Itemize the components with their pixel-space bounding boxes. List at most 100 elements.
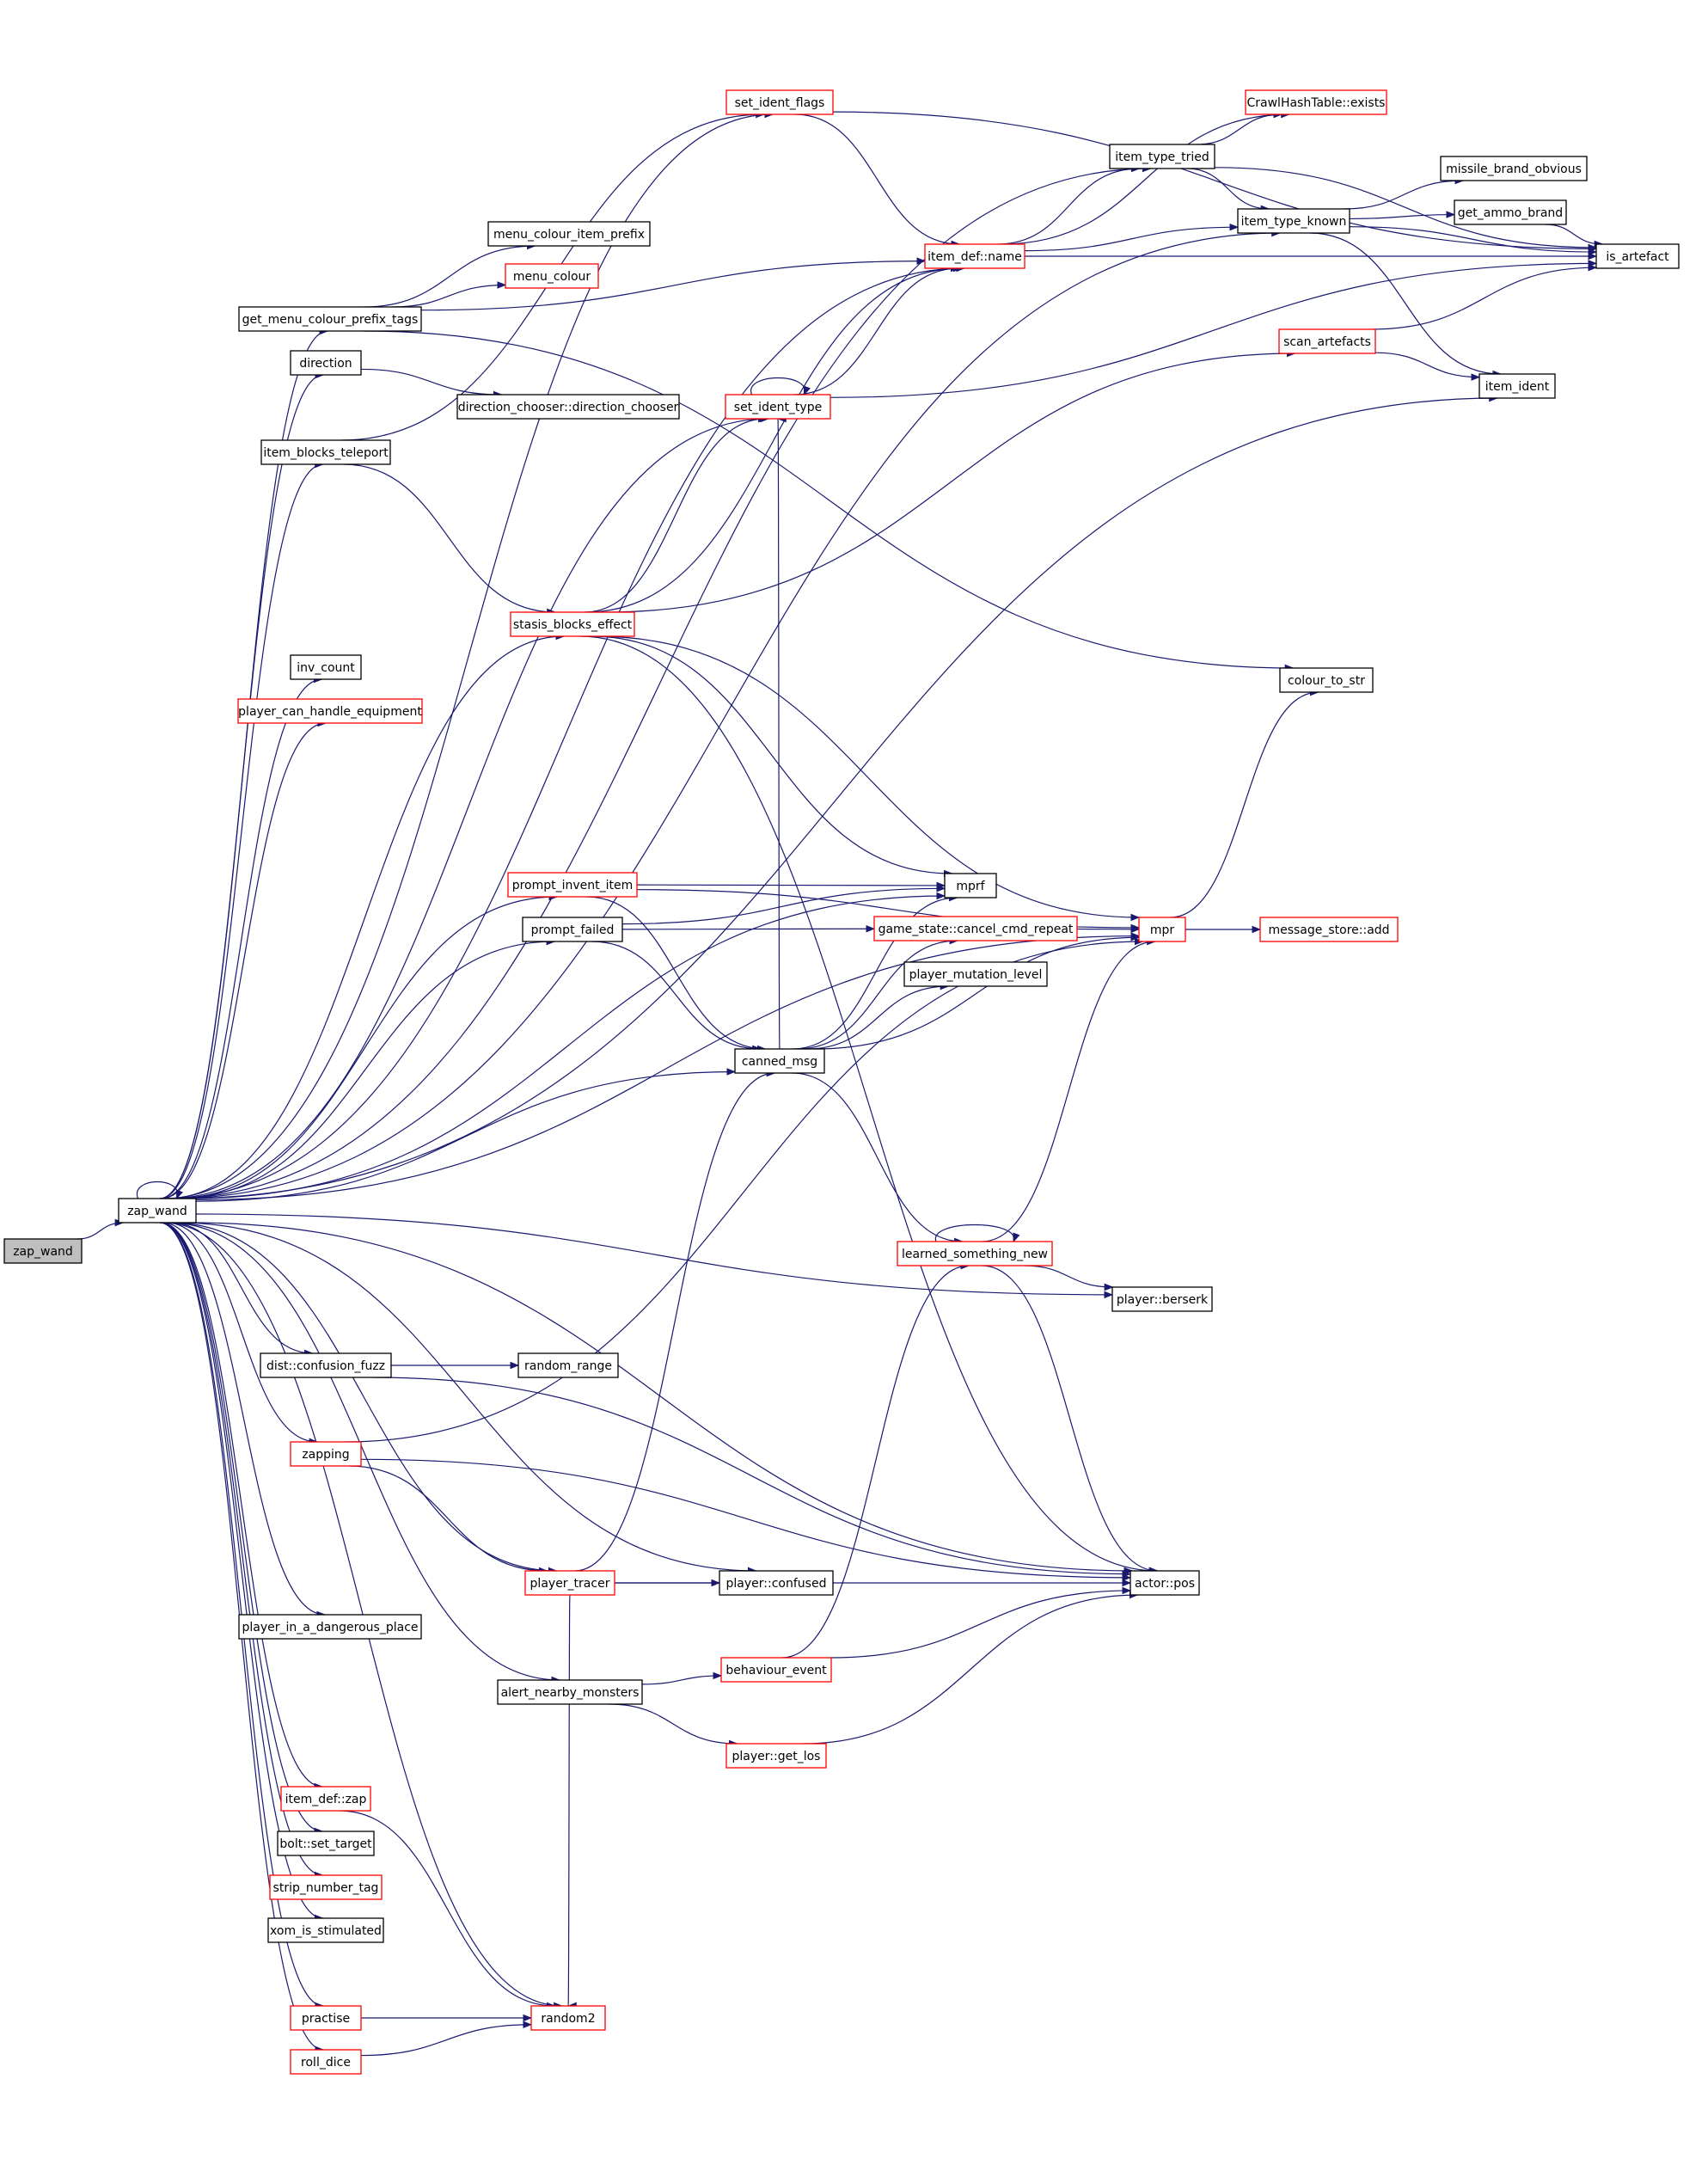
node-item-type-known[interactable]: item_type_known (1237, 208, 1350, 234)
node-zap-wand-root[interactable]: zap_wand (3, 1238, 83, 1264)
node-box[interactable] (510, 611, 635, 637)
node-set-ident-type[interactable]: set_ident_type (725, 394, 831, 420)
node-prompt-invent-item[interactable]: prompt_invent_item (507, 872, 638, 898)
node-prompt-failed[interactable]: prompt_failed (522, 917, 623, 942)
node-player-confused[interactable]: player::confused (719, 1570, 834, 1596)
node-canned-msg[interactable]: canned_msg (734, 1048, 825, 1074)
node-player-can-handle-equipment[interactable]: player_can_handle_equipment (237, 698, 423, 724)
node-item-ident[interactable]: item_ident (1478, 373, 1556, 399)
node-actor-pos[interactable]: actor::pos (1129, 1570, 1200, 1596)
node-box[interactable] (530, 2005, 606, 2031)
node-colour-to-str[interactable]: colour_to_str (1279, 667, 1374, 693)
node-alert-nearby-monsters[interactable]: alert_nearby_monsters (497, 1679, 643, 1705)
node-box[interactable] (1259, 917, 1399, 942)
node-box[interactable] (1138, 917, 1186, 942)
node-menu-colour-item-prefix[interactable]: menu_colour_item_prefix (487, 221, 651, 247)
node-message-store-add[interactable]: message_store::add (1259, 917, 1399, 942)
node-item-def-name[interactable]: item_def::name (924, 243, 1025, 269)
node-box[interactable] (1279, 667, 1374, 693)
node-learned-something-new[interactable]: learned_something_new (897, 1241, 1053, 1266)
node-box[interactable] (1237, 208, 1350, 234)
node-set-ident-flags[interactable]: set_ident_flags (725, 89, 834, 115)
node-mprf[interactable]: mprf (944, 873, 997, 898)
node-box[interactable] (1478, 373, 1556, 399)
node-player-get-los[interactable]: player::get_los (725, 1743, 827, 1769)
node-get-ammo-brand[interactable]: get_ammo_brand (1454, 199, 1567, 225)
node-box[interactable] (903, 961, 1048, 987)
node-box[interactable] (1595, 243, 1680, 269)
node-player-mutation-level[interactable]: player_mutation_level (903, 961, 1048, 987)
node-box[interactable] (290, 654, 362, 680)
node-mpr[interactable]: mpr (1138, 917, 1186, 942)
node-box[interactable] (290, 2049, 362, 2075)
node-dist-confusion-fuzz[interactable]: dist::confusion_fuzz (260, 1352, 392, 1378)
node-box[interactable] (3, 1238, 83, 1264)
node-is-artefact[interactable]: is_artefact (1595, 243, 1680, 269)
node-box[interactable] (277, 1831, 375, 1856)
node-direction-chooser[interactable]: direction_chooser::direction_chooser (456, 394, 680, 420)
node-box[interactable] (897, 1241, 1053, 1266)
node-box[interactable] (720, 1657, 832, 1683)
node-box[interactable] (725, 394, 831, 420)
node-box[interactable] (524, 1570, 615, 1596)
node-box[interactable] (924, 243, 1025, 269)
node-zap-wand[interactable]: zap_wand (118, 1198, 197, 1223)
node-game-state-cancel-cmd-repeat[interactable]: game_state::cancel_cmd_repeat (873, 916, 1078, 941)
node-box[interactable] (497, 1679, 643, 1705)
node-box[interactable] (290, 350, 362, 376)
node-box[interactable] (725, 89, 834, 115)
node-box[interactable] (1245, 89, 1387, 115)
node-xom-is-stimulated[interactable]: xom_is_stimulated (267, 1917, 384, 1943)
node-strip-number-tag[interactable]: strip_number_tag (269, 1874, 383, 1900)
node-direction[interactable]: direction (290, 350, 362, 376)
node-box[interactable] (237, 698, 423, 724)
node-menu-colour[interactable]: menu_colour (505, 263, 599, 289)
node-box[interactable] (290, 1441, 362, 1467)
node-random-range[interactable]: random_range (517, 1352, 619, 1378)
node-player-in-a-dangerous-place[interactable]: player_in_a_dangerous_place (238, 1614, 422, 1640)
node-box[interactable] (269, 1874, 383, 1900)
node-box[interactable] (725, 1743, 827, 1769)
node-box[interactable] (734, 1048, 825, 1074)
node-box[interactable] (944, 873, 997, 898)
node-box[interactable] (260, 439, 391, 465)
node-behaviour-event[interactable]: behaviour_event (720, 1657, 832, 1683)
node-box[interactable] (1454, 199, 1567, 225)
node-inv-count[interactable]: inv_count (290, 654, 362, 680)
node-box[interactable] (1129, 1570, 1200, 1596)
node-scan-artefacts[interactable]: scan_artefacts (1278, 328, 1376, 354)
node-box[interactable] (522, 917, 623, 942)
node-box[interactable] (1278, 328, 1376, 354)
node-box[interactable] (260, 1352, 392, 1378)
node-box[interactable] (238, 306, 422, 332)
node-get-menu-colour-prefix-tags[interactable]: get_menu_colour_prefix_tags (238, 306, 422, 332)
node-roll-dice[interactable]: roll_dice (290, 2049, 362, 2075)
node-player-berserk[interactable]: player::berserk (1111, 1286, 1213, 1312)
node-box[interactable] (456, 394, 680, 420)
node-box[interactable] (280, 1786, 371, 1812)
node-box[interactable] (487, 221, 651, 247)
node-box[interactable] (517, 1352, 619, 1378)
node-box[interactable] (873, 916, 1078, 941)
node-zapping[interactable]: zapping (290, 1441, 362, 1467)
node-practise[interactable]: practise (290, 2005, 362, 2031)
node-box[interactable] (719, 1570, 834, 1596)
node-box[interactable] (507, 872, 638, 898)
node-stasis-blocks-effect[interactable]: stasis_blocks_effect (510, 611, 635, 637)
node-item-def-zap[interactable]: item_def::zap (280, 1786, 371, 1812)
node-box[interactable] (505, 263, 599, 289)
node-random2[interactable]: random2 (530, 2005, 606, 2031)
node-box[interactable] (118, 1198, 197, 1223)
node-missile-brand-obvious[interactable]: missile_brand_obvious (1440, 156, 1588, 181)
node-box[interactable] (1109, 144, 1215, 169)
node-bolt-set-target[interactable]: bolt::set_target (277, 1831, 375, 1856)
node-item-type-tried[interactable]: item_type_tried (1109, 144, 1215, 169)
node-box[interactable] (1111, 1286, 1213, 1312)
node-crawlhashtable-exists[interactable]: CrawlHashTable::exists (1245, 89, 1387, 115)
node-box[interactable] (1440, 156, 1588, 181)
node-player-tracer[interactable]: player_tracer (524, 1570, 615, 1596)
node-box[interactable] (290, 2005, 362, 2031)
node-box[interactable] (238, 1614, 422, 1640)
node-box[interactable] (267, 1917, 384, 1943)
node-item-blocks-teleport[interactable]: item_blocks_teleport (260, 439, 391, 465)
